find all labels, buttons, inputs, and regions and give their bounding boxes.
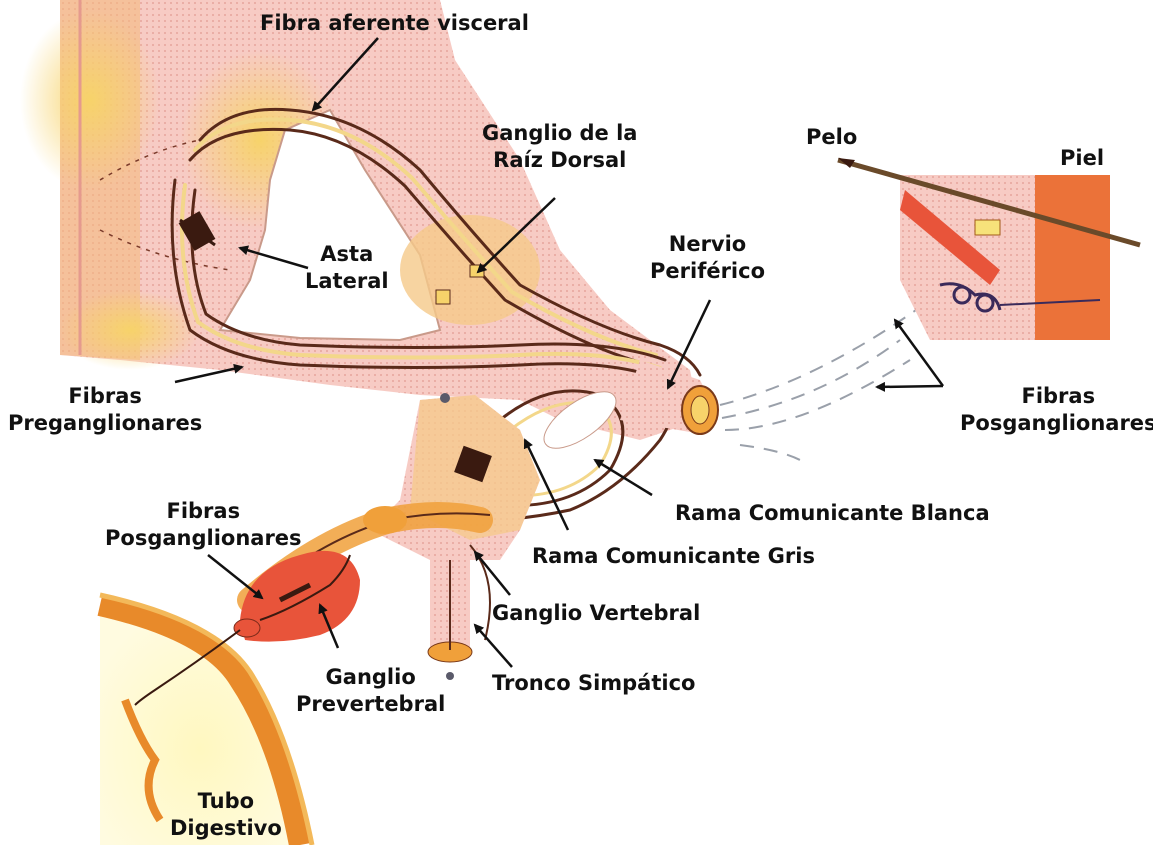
arrow-posg-left (208, 555, 262, 598)
label-nervio-periferico: Nervio Periférico (650, 231, 765, 285)
arrow-posg-right-b (877, 386, 943, 387)
label-pelo: Pelo (806, 124, 857, 151)
label-tubo-digestivo: Tubo Digestivo (170, 788, 282, 842)
label-fibra-aferente-visceral: Fibra aferente visceral (260, 10, 529, 37)
label-ganglio-raiz-dorsal: Ganglio de la Raíz Dorsal (482, 120, 637, 174)
label-rama-comunicante-gris: Rama Comunicante Gris (532, 543, 815, 570)
prevertebral-ganglion (234, 551, 360, 642)
label-ganglio-vertebral: Ganglio Vertebral (492, 600, 700, 627)
skin-block (900, 175, 1110, 340)
label-fibras-preganglionares: Fibras Preganglionares (8, 383, 202, 437)
arrow-preganglionares (175, 367, 242, 382)
arrow-tronco (475, 625, 512, 667)
label-tronco-simpatico: Tronco Simpático (492, 670, 695, 697)
label-ganglio-prevertebral: Ganglio Prevertebral (296, 664, 445, 718)
sympathetic-trunk (370, 393, 540, 680)
label-rama-comunicante-blanca: Rama Comunicante Blanca (675, 500, 990, 527)
label-fibras-posganglionares-right: Fibras Posganglionares (960, 383, 1153, 437)
label-fibras-posganglionares-left: Fibras Posganglionares (105, 498, 302, 552)
label-piel: Piel (1060, 145, 1104, 172)
label-asta-lateral: Asta Lateral (305, 241, 389, 295)
